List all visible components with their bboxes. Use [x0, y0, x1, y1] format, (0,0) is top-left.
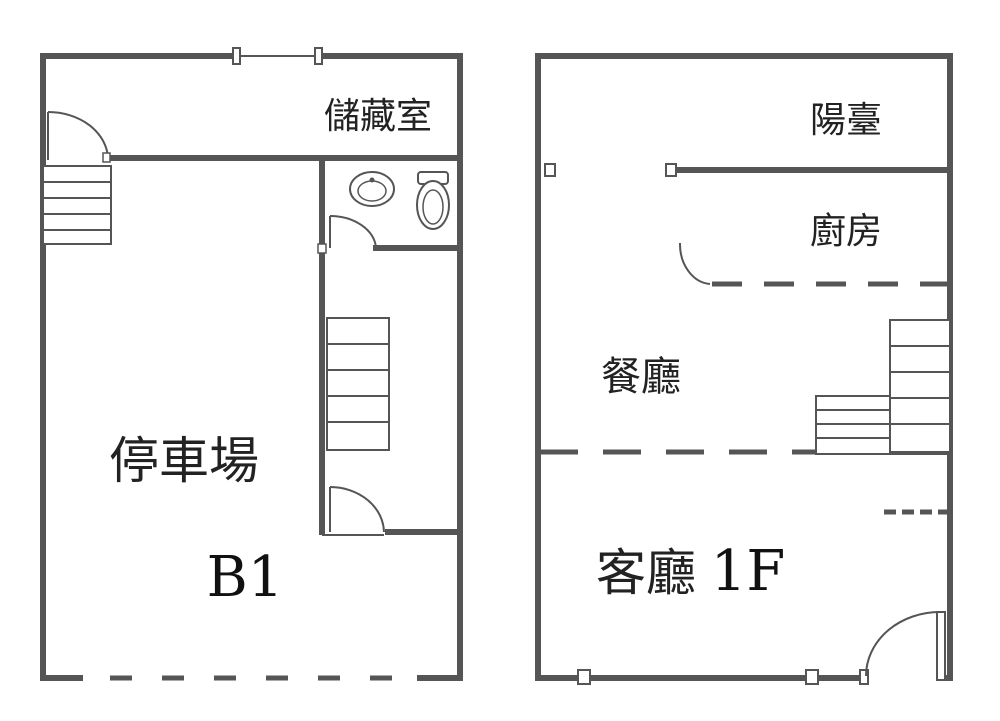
1f-outer-wall — [535, 53, 953, 681]
b1-inner-stairs — [326, 317, 390, 451]
b1-bathroom-door — [317, 214, 377, 254]
1f-kitchen-door — [678, 242, 711, 285]
room-label-balcony: 陽臺 — [810, 100, 882, 141]
floor-level-b1: B1 — [207, 545, 284, 610]
b1-stair-door — [322, 486, 385, 536]
room-label-storage: 儲藏室 — [324, 96, 432, 137]
b1-top-window — [232, 47, 323, 65]
floor-1f: 陽臺 廚房 餐廳 客廳 1F — [535, 53, 953, 685]
room-label-living: 客廳 — [596, 544, 696, 602]
room-label-dining: 餐廳 — [601, 354, 681, 400]
1f-door-post — [859, 669, 869, 685]
sink-icon — [349, 171, 395, 207]
b1-outer-wall — [40, 53, 240, 681]
1f-left-post — [544, 163, 556, 177]
floor-level-1f: 1F — [711, 539, 785, 604]
1f-entrance-door — [865, 611, 946, 681]
room-label-kitchen: 廚房 — [810, 211, 882, 252]
b1-storage-door — [47, 110, 111, 163]
toilet-icon — [416, 171, 450, 230]
room-label-parking: 停車場 — [109, 432, 259, 490]
1f-stairs — [815, 319, 951, 455]
b1-outer-wall-top-right — [316, 53, 463, 681]
1f-window-post-2 — [805, 669, 819, 685]
1f-balcony-post — [665, 163, 677, 177]
b1-left-stairs — [42, 165, 112, 245]
1f-window-post — [577, 669, 591, 685]
floor-b1: 儲藏室 停車場 B1 — [40, 47, 463, 681]
